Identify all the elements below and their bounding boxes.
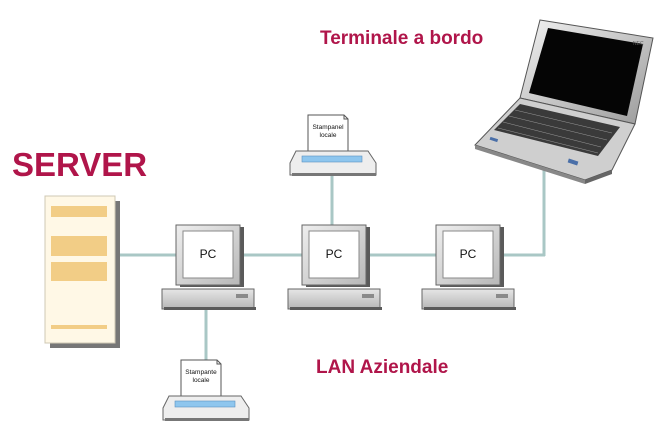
printer-label-line2: locale xyxy=(320,132,337,139)
pc-2: PC xyxy=(287,224,382,310)
laptop-terminal: NEC xyxy=(474,19,654,184)
pc-label: PC xyxy=(326,247,343,261)
laptop-screen xyxy=(529,28,643,116)
pc-3: PC xyxy=(421,224,516,310)
printer-label-line1: Stampanel xyxy=(312,124,344,131)
printer-label-line1: Stampante xyxy=(185,369,217,376)
pc-label: PC xyxy=(460,247,477,261)
server-tower xyxy=(44,195,120,348)
pc-label: PC xyxy=(200,247,217,261)
printer-bottom: Stampante locale xyxy=(162,359,250,421)
terminal-label: Terminale a bordo xyxy=(320,28,484,49)
laptop-brand: NEC xyxy=(633,41,644,47)
printer-label-line2: locale xyxy=(193,377,210,384)
printer-top: Stampanel locale xyxy=(289,114,377,176)
laptop-keyboard xyxy=(494,104,620,156)
lan-label: LAN Aziendale xyxy=(316,357,449,378)
server-label: SERVER xyxy=(12,146,148,183)
pc-1: PC xyxy=(161,224,256,310)
